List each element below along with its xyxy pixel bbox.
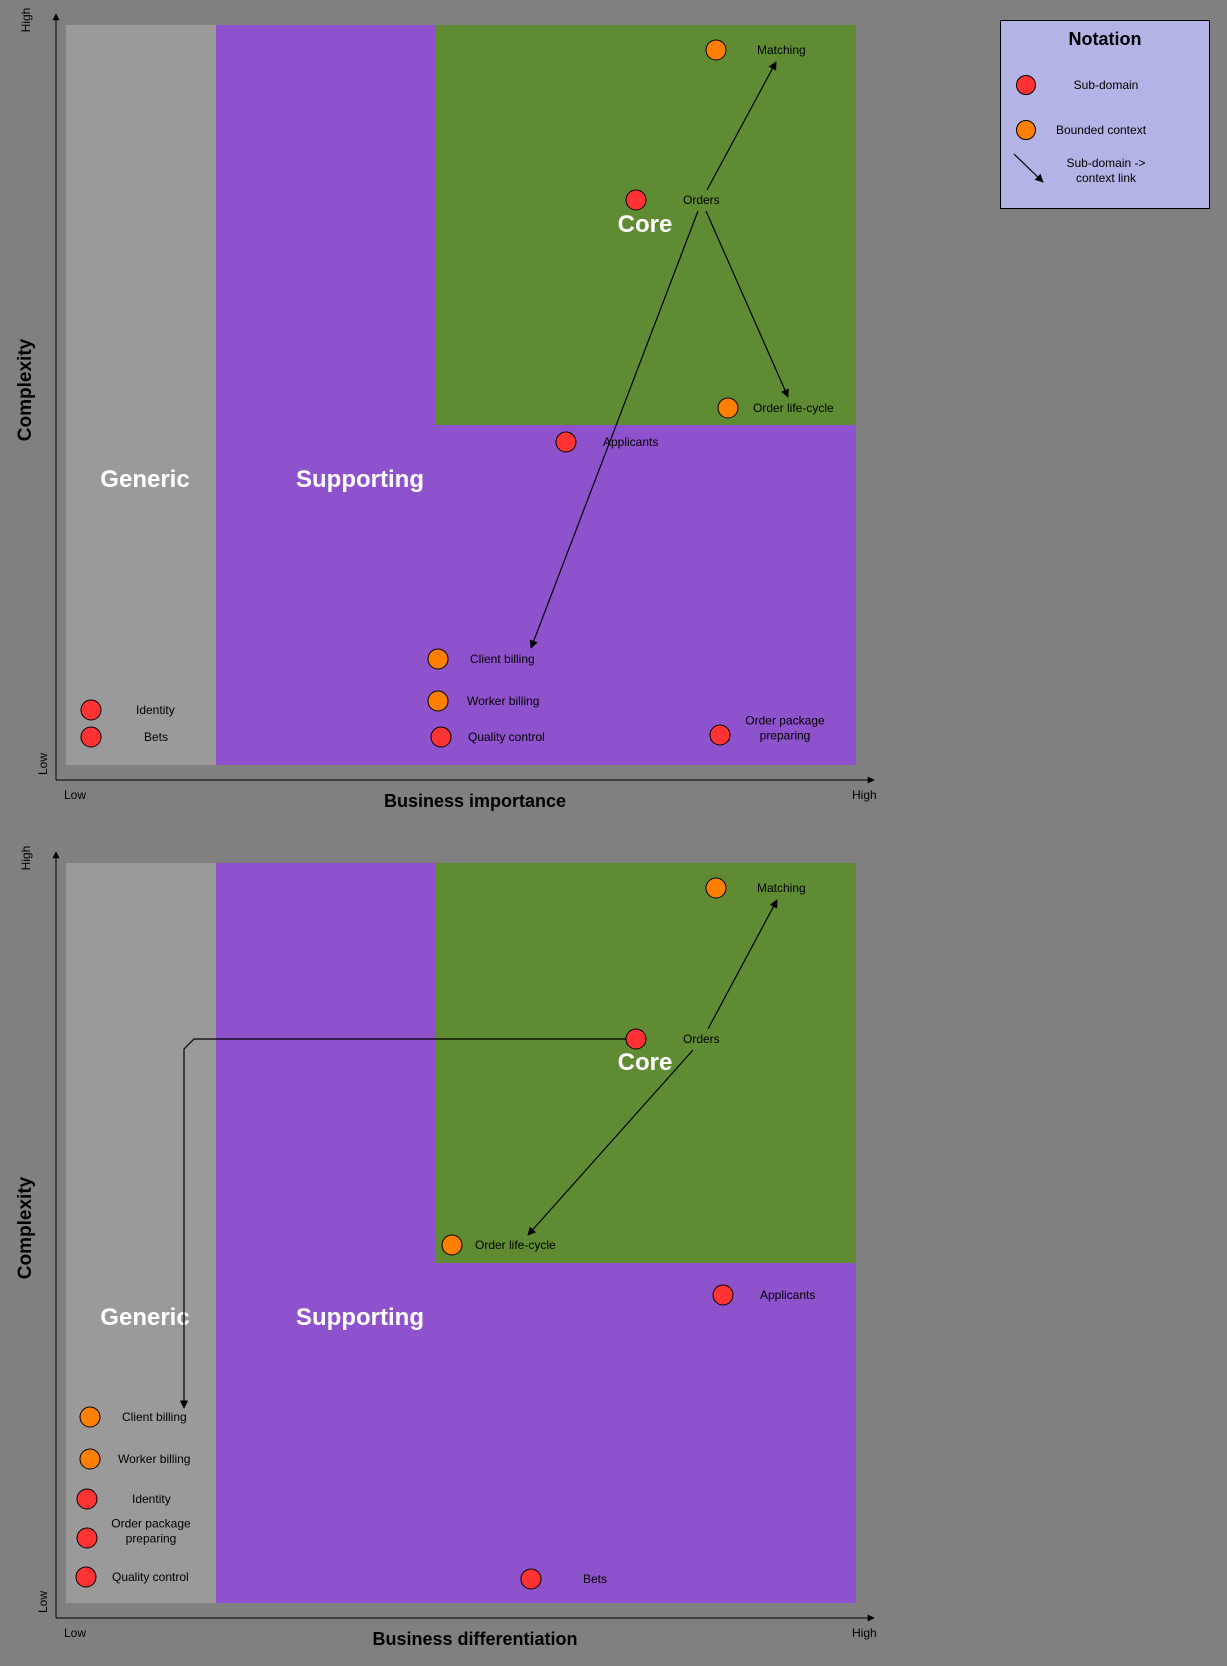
quality-control-label: Quality control — [112, 1570, 189, 1584]
client-billing-marker[interactable] — [427, 648, 449, 670]
link-orders-to-client-billing — [179, 1038, 629, 1409]
supporting-zone-extension — [436, 1263, 856, 1603]
x-low-label: Low — [64, 788, 86, 802]
bounded-context-legend-label: Bounded context — [1055, 123, 1147, 137]
applicants-marker[interactable] — [712, 1284, 734, 1306]
order-package-preparing-marker[interactable] — [76, 1527, 98, 1549]
matching-label: Matching — [757, 43, 806, 57]
link-orders-to-client-billing — [529, 210, 699, 649]
core-zone-label: Core — [618, 211, 673, 238]
supporting-zone-label: Supporting — [296, 1304, 424, 1331]
worker-billing-marker[interactable] — [427, 690, 449, 712]
bets-marker[interactable] — [520, 1568, 542, 1590]
bets-label: Bets — [583, 1572, 607, 1586]
x-high-label: High — [852, 1626, 877, 1640]
x-high-label: High — [852, 788, 877, 802]
link-orders-to-matching — [706, 61, 777, 191]
quality-control-marker[interactable] — [75, 1566, 97, 1588]
generic-zone — [66, 863, 216, 1603]
identity-marker[interactable] — [76, 1488, 98, 1510]
generic-zone-label: Generic — [100, 466, 189, 493]
y-high-label: High — [19, 8, 33, 33]
quality-control-marker[interactable] — [430, 726, 452, 748]
subdomain-legend-label: Sub-domain — [1073, 78, 1139, 92]
applicants-marker[interactable] — [555, 431, 577, 453]
client-billing-label: Client billing — [122, 1410, 187, 1424]
worker-billing-label: Worker billing — [118, 1452, 190, 1466]
orders-marker[interactable] — [625, 189, 647, 211]
y-low-label: Low — [36, 753, 50, 775]
supporting-zone — [216, 25, 436, 765]
supporting-zone-label: Supporting — [296, 466, 424, 493]
y-low-label: Low — [36, 1591, 50, 1613]
y-high-label: High — [19, 846, 33, 871]
y-axis-title: Complexity — [15, 1176, 36, 1279]
worker-billing-marker[interactable] — [79, 1448, 101, 1470]
identity-label: Identity — [132, 1492, 171, 1506]
applicants-label: Applicants — [760, 1288, 815, 1302]
bounded-context-legend-marker — [1016, 120, 1036, 140]
worker-billing-label: Worker billing — [467, 694, 539, 708]
supporting-zone — [216, 863, 436, 1603]
link-legend-arrow-icon — [1013, 153, 1044, 183]
bets-label: Bets — [144, 730, 168, 744]
orders-marker[interactable] — [625, 1028, 647, 1050]
generic-zone-label: Generic — [100, 1304, 189, 1331]
subdomain-legend-marker — [1016, 75, 1036, 95]
order-life-cycle-label: Order life-cycle — [753, 401, 834, 415]
link-legend-label: Sub-domain -> context link — [1066, 156, 1146, 185]
notation-title: Notation — [1068, 29, 1142, 49]
applicants-label: Applicants — [603, 435, 658, 449]
quality-control-label: Quality control — [468, 730, 545, 744]
x-axis-title: Business importance — [384, 791, 566, 811]
notation-legend: Notation Sub-domain Bounded context Sub-… — [1000, 20, 1210, 209]
matching-label: Matching — [757, 881, 806, 895]
core-zone-label: Core — [618, 1049, 673, 1076]
link-orders-to-matching — [707, 899, 778, 1030]
y-axis-title: Complexity — [15, 338, 36, 441]
core-zone — [436, 25, 856, 425]
bets-marker[interactable] — [80, 726, 102, 748]
identity-marker[interactable] — [80, 699, 102, 721]
generic-zone — [66, 25, 216, 765]
link-orders-to-order-life-cycle — [527, 1049, 694, 1236]
x-axis-title: Business differentiation — [372, 1629, 577, 1649]
client-billing-marker[interactable] — [79, 1406, 101, 1428]
identity-label: Identity — [136, 703, 175, 717]
order-life-cycle-marker[interactable] — [717, 397, 739, 419]
order-life-cycle-marker[interactable] — [441, 1234, 463, 1256]
order-life-cycle-label: Order life-cycle — [475, 1238, 556, 1252]
x-low-label: Low — [64, 1626, 86, 1640]
client-billing-label: Client billing — [470, 652, 535, 666]
orders-label: Orders — [683, 193, 720, 207]
link-orders-to-order-life-cycle — [705, 210, 789, 398]
core-zone — [436, 863, 856, 1263]
orders-label: Orders — [683, 1032, 720, 1046]
matching-marker[interactable] — [705, 877, 727, 899]
order-package-preparing-marker[interactable] — [709, 724, 731, 746]
matching-marker[interactable] — [705, 39, 727, 61]
supporting-zone-extension — [436, 425, 856, 765]
